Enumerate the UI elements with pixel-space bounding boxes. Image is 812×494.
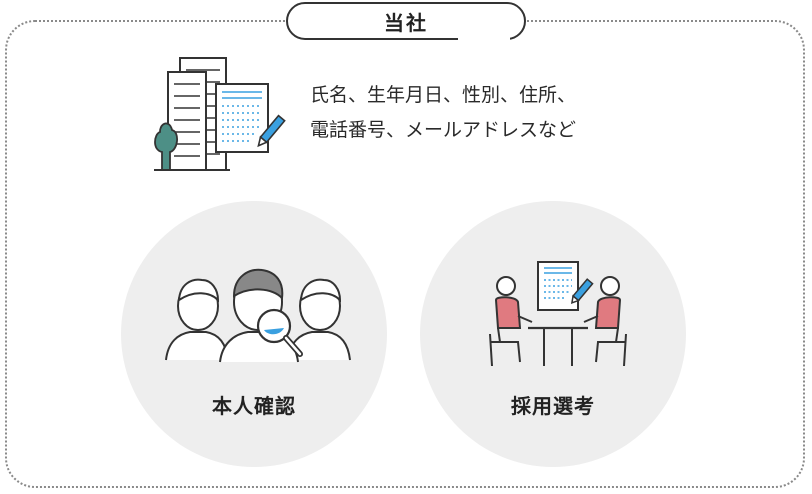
company-title-badge: 当社 bbox=[286, 2, 526, 40]
building-document-icon bbox=[154, 57, 286, 171]
people-magnifier-icon bbox=[165, 268, 351, 363]
interview-meeting-icon bbox=[489, 261, 627, 367]
recruitment-selection-circle bbox=[420, 201, 686, 467]
identity-verification-label: 本人確認 bbox=[212, 394, 296, 418]
personal-info-line-2: 電話番号、メールアドレスなど bbox=[310, 119, 577, 141]
recruitment-selection-label: 採用選考 bbox=[511, 394, 595, 418]
company-title: 当社 bbox=[384, 10, 428, 35]
personal-info-line-1: 氏名、生年月日、性別、住所、 bbox=[310, 84, 577, 106]
personal-info-text: 氏名、生年月日、性別、住所、 電話番号、メールアドレスなど bbox=[310, 78, 576, 148]
